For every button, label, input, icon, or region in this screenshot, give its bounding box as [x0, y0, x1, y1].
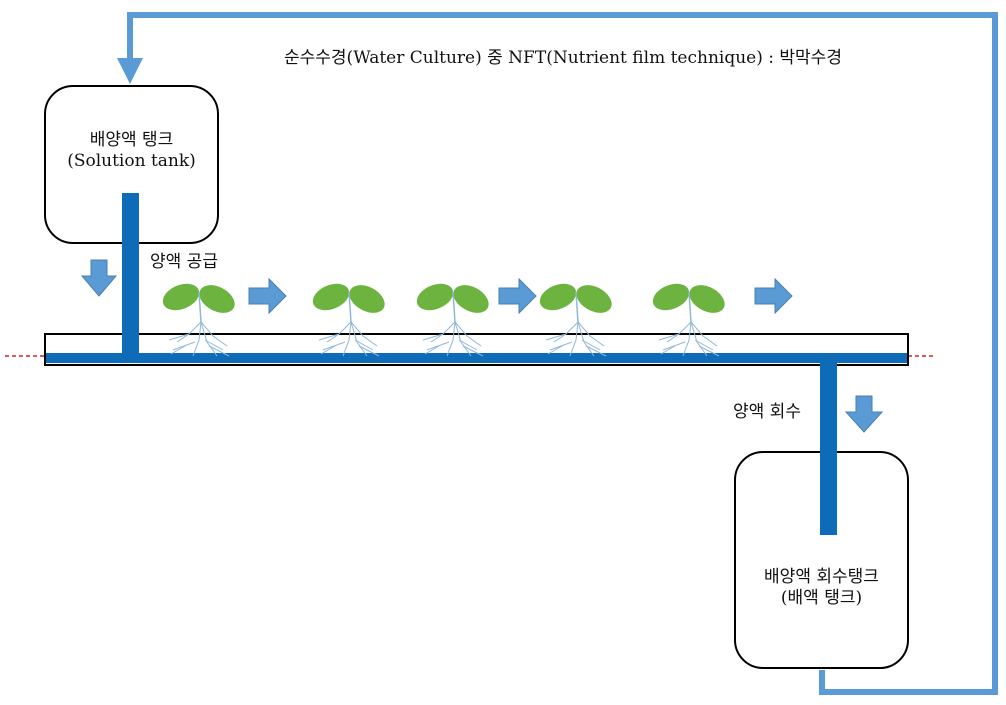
return-tank-sub: (배액 탱크) — [780, 588, 863, 609]
nutrient-film — [46, 353, 907, 363]
seedling — [652, 283, 725, 357]
return-tank-label: 배양액 회수탱크 (배액 탱크) — [735, 567, 908, 610]
seedling — [539, 283, 612, 357]
flow-right-arrow — [498, 277, 537, 315]
flow-right-arrow — [754, 277, 793, 315]
seedling — [416, 283, 489, 357]
diagram-title: 순수수경(Water Culture) 중 NFT(Nutrient film … — [284, 48, 842, 68]
plants — [162, 283, 725, 357]
seedling — [312, 283, 385, 357]
flow-right-arrow — [248, 277, 287, 315]
supply-tank-english: (Solution tank) — [67, 151, 196, 172]
return-loop-pipe — [127, 12, 998, 695]
flow-arrows — [248, 277, 793, 315]
supply-tank-name: 배양액 탱크 — [89, 130, 174, 150]
return-label: 양액 회수 — [733, 402, 801, 422]
supply-pipe — [122, 193, 139, 363]
return-loop-arrowhead — [117, 58, 143, 84]
return-down-arrow — [844, 395, 884, 433]
seedling — [162, 283, 235, 357]
supply-tank-label: 배양액 탱크 (Solution tank) — [45, 130, 218, 173]
supply-label: 양액 공급 — [150, 252, 218, 272]
return-tank-name: 배양액 회수탱크 — [764, 567, 879, 587]
supply-down-arrow — [80, 259, 118, 297]
return-pipe — [820, 363, 837, 535]
